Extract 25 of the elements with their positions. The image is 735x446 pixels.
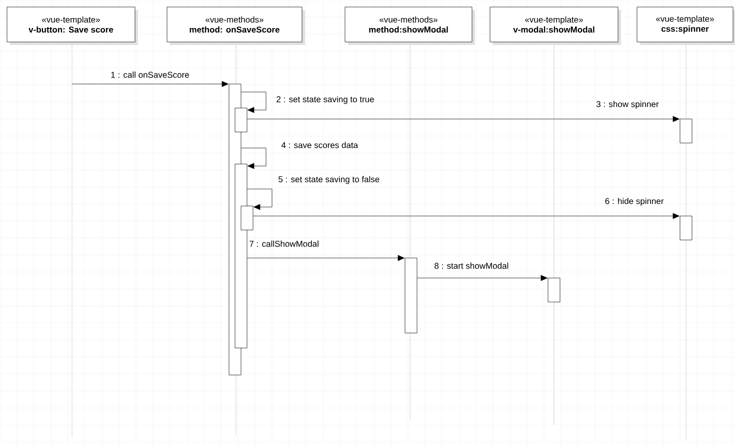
lifeline-header: «vue-template» css:spinner — [636, 6, 735, 45]
message-arrow — [417, 275, 548, 281]
lifeline-header: «vue-template» v-button: Save score — [6, 6, 138, 45]
activation-bar — [234, 108, 248, 132]
edge-label: 7 : callShowModal — [248, 240, 320, 248]
self-message-arrow — [241, 92, 266, 113]
message-arrow — [247, 116, 680, 122]
activation-bar — [548, 278, 560, 302]
activation-bar — [680, 216, 692, 240]
edge-label: 5 : set state saving to false — [277, 175, 381, 185]
message-arrow — [247, 255, 404, 261]
lifeline-header: «vue-methods» method: onSaveScore — [166, 6, 305, 45]
lifeline-header: «vue-template» v-modal:showModal — [490, 6, 621, 45]
edge-label: 8 : start showModal — [433, 262, 510, 270]
self-message-arrow — [247, 188, 272, 210]
edge-label: 1 : call onSaveScore — [110, 70, 190, 79]
self-message-arrow — [241, 148, 266, 169]
activation-bar — [680, 118, 692, 144]
edge-label: 2 : set state saving to true — [275, 95, 376, 105]
message-arrow — [72, 81, 228, 87]
activation-bar — [240, 206, 254, 230]
edge-label: 3 : show spinner — [595, 100, 660, 110]
lifeline-header: «vue-methods» method:showModal — [344, 6, 475, 45]
activation-bar — [404, 258, 418, 334]
message-arrow — [253, 213, 680, 219]
